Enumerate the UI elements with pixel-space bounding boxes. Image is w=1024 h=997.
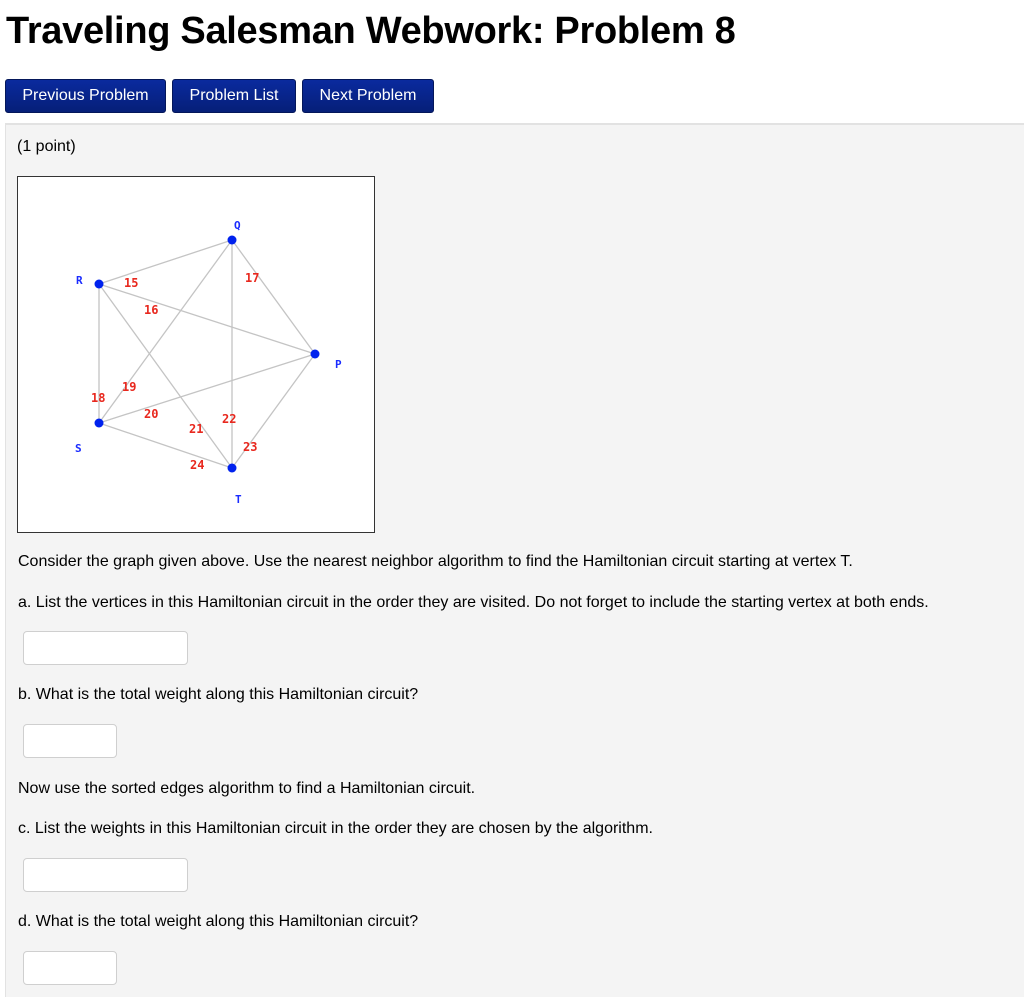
question-d: d. What is the total weight along this H… xyxy=(18,913,419,930)
vertex-labels: Q R P S T xyxy=(75,219,342,506)
page-title: Traveling Salesman Webwork: Problem 8 xyxy=(6,10,736,52)
weight-r-t: 21 xyxy=(189,422,203,436)
vertex-label-t: T xyxy=(235,493,242,506)
weight-r-q: 15 xyxy=(124,276,138,290)
problem-intro: Consider the graph given above. Use the … xyxy=(18,553,853,570)
weight-q-p: 17 xyxy=(245,271,259,285)
weight-r-s: 18 xyxy=(91,391,105,405)
graph-edges xyxy=(98,239,316,469)
weight-p-t: 23 xyxy=(243,440,257,454)
answer-d-input[interactable] xyxy=(23,951,117,985)
vertex-label-r: R xyxy=(76,274,83,287)
weight-r-p: 16 xyxy=(144,303,158,317)
problem-list-button[interactable]: Problem List xyxy=(172,79,296,113)
edge-q-p xyxy=(231,239,316,355)
edge-s-q xyxy=(98,239,233,424)
point-value: (1 point) xyxy=(17,138,76,155)
vertex-r-dot xyxy=(94,279,104,289)
problem-panel: (1 point) xyxy=(5,123,1024,997)
weight-s-q: 19 xyxy=(122,380,136,394)
vertex-p-dot xyxy=(310,349,320,359)
edge-r-q xyxy=(98,239,233,285)
next-problem-button[interactable]: Next Problem xyxy=(302,79,434,113)
graph-image: Q R P S T 15 16 17 18 19 20 21 22 23 24 xyxy=(17,176,375,533)
weight-s-p: 20 xyxy=(144,407,158,421)
question-c: c. List the weights in this Hamiltonian … xyxy=(18,820,653,837)
vertex-label-s: S xyxy=(75,442,82,455)
edge-r-p xyxy=(98,283,316,355)
vertex-q-dot xyxy=(227,235,237,245)
vertex-t-dot xyxy=(227,463,237,473)
edge-p-t xyxy=(231,353,316,469)
question-a: a. List the vertices in this Hamiltonian… xyxy=(18,594,929,611)
problem-navigation: Previous Problem Problem List Next Probl… xyxy=(5,79,434,113)
question-b: b. What is the total weight along this H… xyxy=(18,686,419,703)
sorted-edges-intro: Now use the sorted edges algorithm to fi… xyxy=(18,780,476,797)
edge-r-t xyxy=(98,283,233,469)
weight-s-t: 24 xyxy=(190,458,204,472)
previous-problem-button[interactable]: Previous Problem xyxy=(5,79,166,113)
vertex-label-p: P xyxy=(335,358,342,371)
answer-a-input[interactable] xyxy=(23,631,188,665)
vertex-label-q: Q xyxy=(234,219,241,232)
weighted-graph: Q R P S T 15 16 17 18 19 20 21 22 23 24 xyxy=(75,219,342,506)
graph-vertices xyxy=(94,235,320,473)
edge-weights: 15 16 17 18 19 20 21 22 23 24 xyxy=(91,271,259,472)
edge-s-t xyxy=(98,422,233,469)
vertex-s-dot xyxy=(94,418,104,428)
edge-s-p xyxy=(98,353,316,424)
answer-b-input[interactable] xyxy=(23,724,117,758)
answer-c-input[interactable] xyxy=(23,858,188,892)
weight-q-t: 22 xyxy=(222,412,236,426)
